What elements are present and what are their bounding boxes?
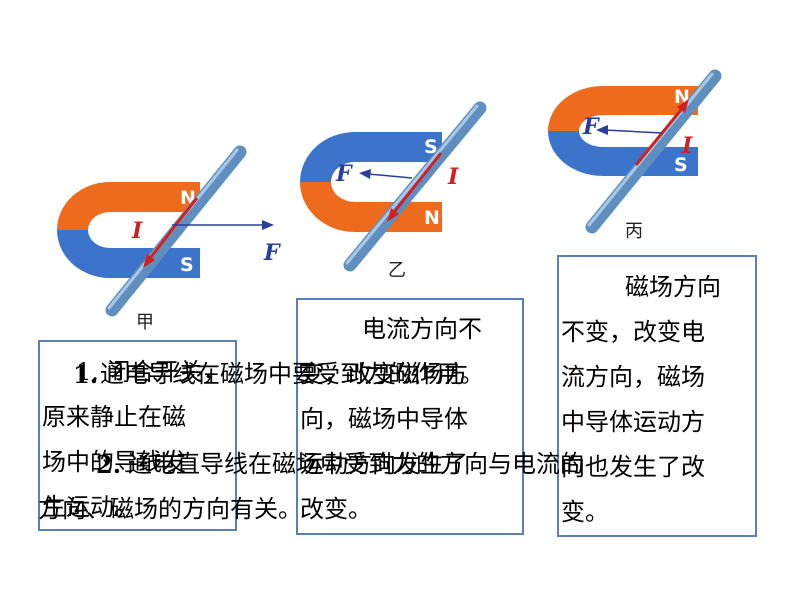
pole-s-label-a: S [180, 254, 194, 276]
magnet-south-half-b [300, 132, 442, 182]
current-arrowhead-a [143, 254, 155, 268]
rod-highlight-b [345, 104, 479, 265]
conclusion-2-line-1: 通电直导线在磁场中受到力的方向与电流的 [128, 450, 584, 478]
box-c-line-6: 变。 [561, 498, 609, 526]
force-arrowhead-c [596, 125, 608, 135]
box-b-line-1: 电流方向不 [362, 315, 482, 343]
conductor-rod-a [105, 145, 247, 317]
text-box-b [296, 298, 524, 535]
conclusion-2-number: 2. [96, 450, 122, 479]
conductor-rod-c [585, 69, 722, 234]
figure-b: S N F I 乙 [300, 101, 487, 281]
force-label-a: F [263, 240, 281, 266]
magnet-north-half-c [548, 86, 698, 131]
box-c-line-5: 向也发生了改 [561, 453, 705, 481]
force-arrowhead-b [359, 169, 371, 179]
current-arrow-b [389, 152, 443, 217]
current-arrowhead-c [677, 99, 689, 113]
pole-n-label-b: N [424, 207, 440, 229]
caption-b: 乙 [388, 260, 406, 281]
caption-a: 甲 [136, 312, 154, 333]
text-box-a [38, 340, 237, 531]
current-arrow-c [634, 104, 687, 166]
box-a-line-1: 1. 闭合开关， [76, 358, 227, 386]
box-c-line-3: 流方向，磁场 [561, 363, 705, 391]
box-b-line-4: 运动方向发生了 [300, 450, 468, 478]
current-label-c: I [681, 133, 693, 159]
magnet-south-half-a [57, 230, 200, 278]
figure-a: N S I F 甲 [57, 145, 281, 333]
box-c-line-1: 磁场方向 [625, 273, 721, 301]
box-a-line-2: 原来静止在磁 [42, 403, 186, 431]
force-label-b: F [335, 161, 353, 187]
box-b-line-2: 变，改变磁场方 [300, 360, 468, 388]
box-a-line-3: 场中的导线发 [42, 448, 186, 476]
pole-s-label-b: S [424, 136, 438, 158]
magnet-north-half-b [300, 182, 442, 232]
current-arrowhead-b [387, 208, 399, 222]
figure-c: N S F I 丙 [548, 69, 722, 242]
caption-c: 丙 [625, 221, 643, 242]
conclusion-2-line-2: 方向、磁场的方向有关。 [38, 495, 302, 523]
force-arrowhead-a [262, 220, 274, 230]
current-label-a: I [131, 218, 143, 244]
magnet-north-half-a [57, 182, 200, 230]
force-arrow-c [604, 129, 663, 134]
text-box-c [557, 255, 757, 537]
current-label-b: I [447, 164, 459, 190]
box-c-line-4: 中导体运动方 [561, 408, 705, 436]
box-c-line-2: 不变，改变电 [561, 318, 705, 346]
box-b-line-5: 改变。 [300, 495, 372, 523]
conclusion-1-text: 通电导线在磁场中要受到力的作用。 [100, 360, 484, 388]
force-arrow-b [367, 173, 413, 179]
box-b-line-3: 向，磁场中导体 [300, 405, 468, 433]
current-arrow-a [145, 197, 199, 263]
box-a-line-4: 生运动。 [42, 493, 138, 521]
pole-s-label-c: S [674, 154, 688, 176]
force-label-c: F [582, 114, 600, 140]
conclusion-1-number: 1. [73, 360, 99, 389]
magnet-south-half-c [548, 131, 698, 176]
